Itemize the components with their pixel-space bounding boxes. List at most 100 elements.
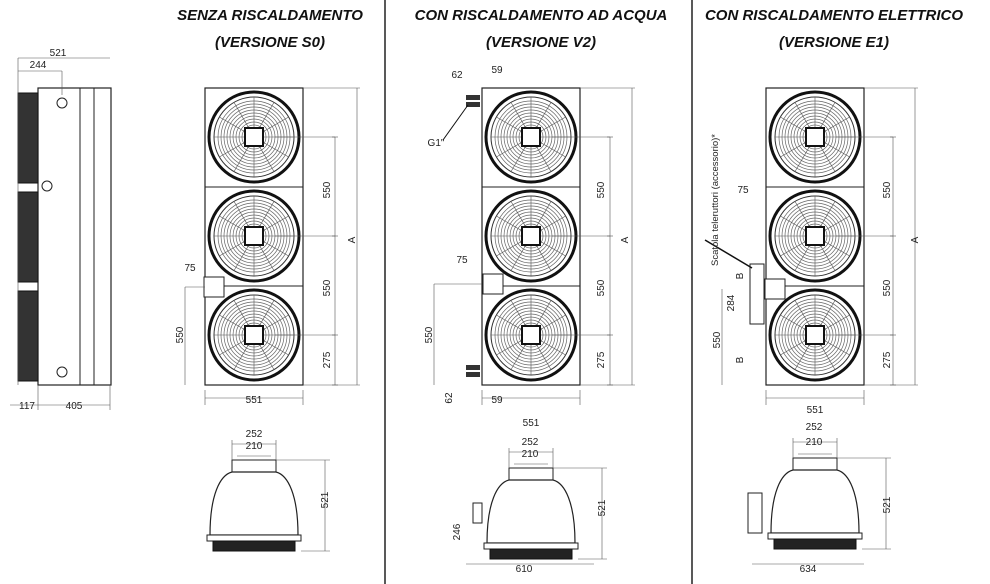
fan-spoke bbox=[219, 116, 247, 133]
fan-spoke bbox=[219, 141, 247, 158]
dim-width: 551 bbox=[246, 395, 263, 406]
dim-contactor-height: 284 bbox=[726, 294, 737, 311]
fan-spoke bbox=[258, 300, 275, 328]
fan-spoke bbox=[819, 300, 836, 328]
fan-spoke bbox=[538, 116, 566, 133]
dim-outlet-outer: 252 bbox=[806, 422, 823, 433]
fan-hub bbox=[805, 325, 825, 345]
dome-housing bbox=[770, 469, 860, 534]
fan-spoke bbox=[538, 141, 566, 158]
fan-spoke bbox=[535, 342, 552, 370]
motor-block bbox=[773, 538, 857, 550]
outlet bbox=[792, 457, 838, 471]
fan-spoke bbox=[261, 240, 289, 257]
dim-pipe-height: 246 bbox=[452, 523, 463, 540]
fan-spoke bbox=[496, 116, 524, 133]
fan-spoke bbox=[822, 215, 850, 232]
dim-width: 551 bbox=[523, 418, 540, 429]
fan-spoke bbox=[794, 102, 811, 130]
fan-spoke bbox=[822, 314, 850, 331]
contactor-box bbox=[749, 263, 765, 325]
dim-fan-pitch: 550 bbox=[596, 181, 607, 198]
fan-hub bbox=[805, 226, 825, 246]
fan-spoke bbox=[538, 339, 566, 356]
dim-overall-width: 634 bbox=[800, 564, 817, 575]
water-pipe bbox=[466, 95, 480, 100]
fan-spoke bbox=[535, 144, 552, 172]
subtitle-s0: (VERSIONE S0) bbox=[215, 34, 325, 51]
fan-spoke bbox=[819, 342, 836, 370]
side-port bbox=[56, 366, 68, 378]
fan-spoke bbox=[819, 201, 836, 229]
fan-spoke bbox=[496, 240, 524, 257]
connection-label: G1" bbox=[428, 138, 445, 149]
fan-spoke bbox=[819, 144, 836, 172]
subtitle-v2: (VERSIONE V2) bbox=[486, 34, 596, 51]
fan-spoke bbox=[496, 339, 524, 356]
fan-spoke bbox=[233, 300, 250, 328]
fan-spoke bbox=[219, 215, 247, 232]
dim-overall-depth: 521 bbox=[50, 48, 67, 59]
title-e1: CON RISCALDAMENTO ELETTRICO bbox=[705, 7, 963, 24]
dim-bottom-half: 275 bbox=[596, 351, 607, 368]
dim-box-height: 550 bbox=[712, 331, 723, 348]
side-port bbox=[56, 97, 68, 109]
contactor-box-side bbox=[747, 492, 763, 534]
dim-fan-pitch: 550 bbox=[322, 181, 333, 198]
fan-spoke bbox=[794, 201, 811, 229]
fan-spoke bbox=[261, 314, 289, 331]
fan-spoke bbox=[510, 201, 527, 229]
base-plate bbox=[483, 542, 579, 550]
fan-hub bbox=[244, 226, 264, 246]
fan-spoke bbox=[780, 240, 808, 257]
fan-spoke bbox=[496, 215, 524, 232]
dim-box-offset: 75 bbox=[184, 263, 196, 274]
dim-fan-pitch: 550 bbox=[596, 279, 607, 296]
fan-hub bbox=[521, 127, 541, 147]
outlet bbox=[508, 467, 554, 481]
dim-fan-pitch: 550 bbox=[882, 279, 893, 296]
fan-spoke bbox=[261, 116, 289, 133]
dome-housing bbox=[486, 479, 576, 544]
side-port bbox=[41, 180, 53, 192]
fan-spoke bbox=[219, 240, 247, 257]
dim-bottom-height: 521 bbox=[320, 491, 331, 508]
drawing-shapes bbox=[10, 57, 918, 565]
subtitle-e1: (VERSIONE E1) bbox=[779, 34, 889, 51]
dim-outlet-inner: 210 bbox=[246, 441, 263, 452]
fan-spoke bbox=[819, 102, 836, 130]
dim-fan-depth: 117 bbox=[19, 401, 35, 412]
dim-fan-pitch: 550 bbox=[882, 181, 893, 198]
water-pipe bbox=[466, 372, 480, 377]
fan-spoke bbox=[794, 342, 811, 370]
fan-spoke bbox=[780, 141, 808, 158]
fan-spoke bbox=[780, 116, 808, 133]
junction-box bbox=[203, 276, 225, 298]
fan-spoke bbox=[258, 102, 275, 130]
dim-box-offset: 75 bbox=[737, 185, 749, 196]
fan-spoke bbox=[233, 144, 250, 172]
base-plate bbox=[767, 532, 863, 540]
dim-pipe-offset: 244 bbox=[30, 60, 47, 71]
dim-bottom-height: 521 bbox=[882, 496, 893, 513]
fan-spoke bbox=[258, 243, 275, 271]
fan-spoke bbox=[219, 339, 247, 356]
water-pipe bbox=[466, 365, 480, 370]
fan-spoke bbox=[261, 339, 289, 356]
side-fan-motor bbox=[17, 92, 39, 184]
dim-pipe-spacing-bottom: 59 bbox=[491, 395, 503, 406]
fan-spoke bbox=[794, 243, 811, 271]
dim-pipe-spacing-top: 59 bbox=[491, 65, 503, 76]
fan-spoke bbox=[822, 116, 850, 133]
dim-pipe-x-bottom: 62 bbox=[444, 392, 455, 404]
fan-spoke bbox=[538, 240, 566, 257]
base-plate bbox=[206, 534, 302, 542]
fan-spoke bbox=[261, 141, 289, 158]
fan-hub bbox=[805, 127, 825, 147]
fan-spoke bbox=[535, 300, 552, 328]
dim-outlet-inner: 210 bbox=[522, 449, 539, 460]
fan-spoke bbox=[794, 300, 811, 328]
dim-bottom-half: 275 bbox=[882, 351, 893, 368]
fan-spoke bbox=[780, 215, 808, 232]
dim-fan-pitch: 550 bbox=[322, 279, 333, 296]
